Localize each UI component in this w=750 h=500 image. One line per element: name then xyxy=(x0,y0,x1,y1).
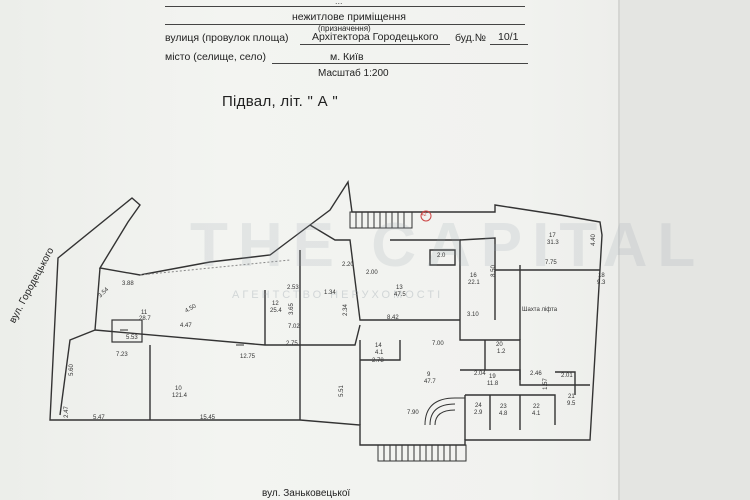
dimension: 1.57 xyxy=(542,378,549,390)
dimension: 4.40 xyxy=(590,234,597,246)
dimension: 2.00 xyxy=(366,270,378,276)
dimension: 5.53 xyxy=(126,335,138,341)
dimension: 1.34 xyxy=(324,290,336,296)
dimension: 2.01 xyxy=(561,373,573,379)
marker-label: 42 xyxy=(421,212,427,218)
room-area: 2.0 xyxy=(437,253,446,259)
dimension: 5.51 xyxy=(338,385,345,397)
cut-text: ... xyxy=(335,0,343,6)
room-area: 1.2 xyxy=(497,349,506,355)
street-label: вулиця (провулок площа) xyxy=(165,32,289,44)
room-area: 4.1 xyxy=(532,411,541,417)
city-label: місто (селище, село) xyxy=(165,51,266,63)
room-area: 28.7 xyxy=(139,316,151,322)
dimension: 15.45 xyxy=(200,415,216,421)
dimension: 2.20 xyxy=(342,262,354,268)
purpose-value: нежитлове приміщення xyxy=(292,11,406,23)
room-number: 20 xyxy=(496,342,503,348)
dimension: 2.53 xyxy=(287,285,299,291)
fold-line xyxy=(618,0,620,500)
room-number: 9 xyxy=(427,372,431,378)
room-area: 31.3 xyxy=(547,240,559,246)
room-number: 16 xyxy=(470,273,477,279)
room-number: 24 xyxy=(475,403,482,409)
dimension: 8.42 xyxy=(387,315,399,321)
shaft-label: Шахта ліфта xyxy=(522,307,558,313)
dimension: 2.78 xyxy=(372,358,384,364)
dimension: 7.23 xyxy=(116,352,128,358)
underline xyxy=(300,44,450,45)
dimension: 12.75 xyxy=(240,354,256,360)
watermark-logo: THE CAPITAL xyxy=(190,211,706,280)
room-number: 21 xyxy=(568,394,575,400)
room-area: 47.7 xyxy=(424,379,436,385)
room-area: 11.8 xyxy=(487,381,499,387)
underline xyxy=(272,63,528,64)
room-number: 17 xyxy=(549,233,556,239)
dimension: 7.02 xyxy=(288,324,300,330)
room-area: 4.1 xyxy=(375,350,384,356)
city-value: м. Київ xyxy=(330,51,364,63)
watermark-subtitle: АГЕНТСТВО НЕРУХОМОСТІ xyxy=(232,289,444,301)
purpose-caption: (призначення) xyxy=(318,24,371,33)
underline xyxy=(165,24,525,25)
dimension: 7.75 xyxy=(545,260,557,266)
outer-wall xyxy=(49,180,603,446)
dimension: 3.88 xyxy=(122,281,134,287)
room-number: 13 xyxy=(396,285,403,291)
room-number: 23 xyxy=(500,404,507,410)
room-area: 9.3 xyxy=(597,280,606,286)
room-number: 14 xyxy=(375,343,382,349)
dimension: 4.47 xyxy=(180,323,192,329)
dimension: 2.34 xyxy=(342,304,349,316)
dimension: 8.50 xyxy=(490,265,497,277)
dimension: 2.75 xyxy=(286,341,298,347)
building-value: 10/1 xyxy=(498,31,519,43)
dimension: 3.10 xyxy=(467,312,479,318)
room-area: 47.5 xyxy=(394,292,406,298)
dimension: 7.90 xyxy=(407,410,419,416)
room-area: 4.8 xyxy=(499,411,508,417)
room-number: 11 xyxy=(141,310,148,316)
room-number: 12 xyxy=(272,301,279,307)
room-number: 10 xyxy=(175,386,182,392)
dimension: 3.65 xyxy=(288,303,295,315)
room-number: 22 xyxy=(533,404,540,410)
street-bottom: вул. Заньковецької xyxy=(262,488,351,499)
dimension: 2.04 xyxy=(474,371,486,377)
room-area: 2.9 xyxy=(474,410,483,416)
room-area: 22.1 xyxy=(468,280,480,286)
room-area: 25.4 xyxy=(270,308,282,314)
room-area: 121.4 xyxy=(172,393,188,399)
dimension: 2.47 xyxy=(63,406,70,418)
dimension: 2.46 xyxy=(530,371,542,377)
scale-label: Масштаб 1:200 xyxy=(318,68,389,79)
underline xyxy=(165,6,525,7)
underline xyxy=(490,44,528,45)
room-number: 18 xyxy=(598,273,605,279)
room-area: 9.5 xyxy=(567,401,576,407)
plan-title: Підвал, літ. " А " xyxy=(221,93,339,110)
street-value: Архітектора Городецького xyxy=(312,31,439,43)
page-margin xyxy=(620,0,750,500)
dimension: 7.00 xyxy=(432,341,444,347)
dimension: 5.60 xyxy=(68,364,75,376)
room-number: 19 xyxy=(489,374,496,380)
building-label: буд.№ xyxy=(455,32,486,44)
dimension: 5.47 xyxy=(93,415,105,421)
